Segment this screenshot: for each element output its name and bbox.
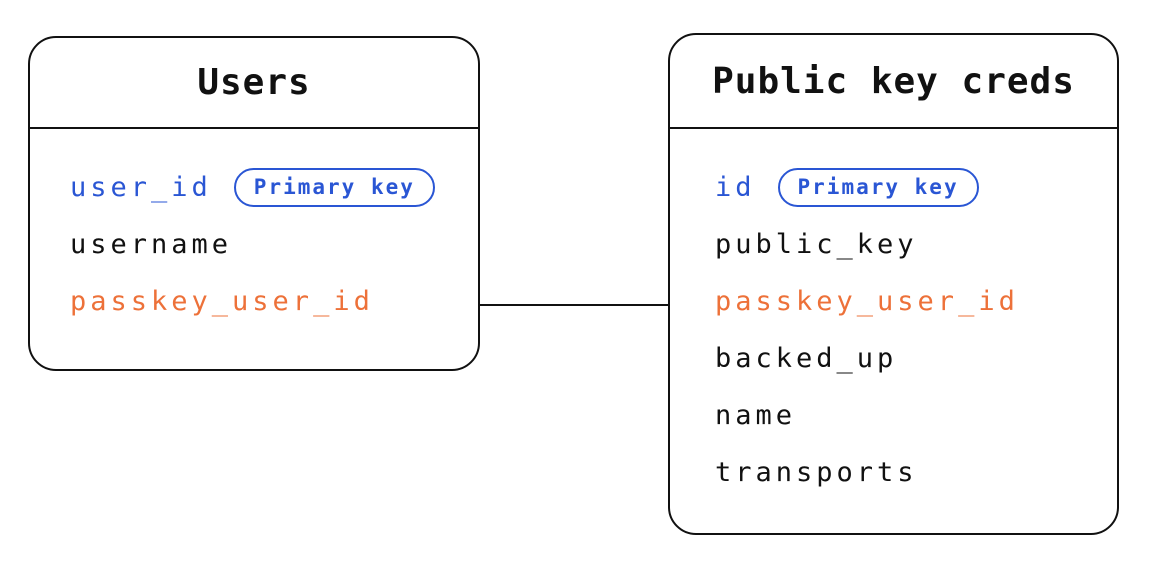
field-name: passkey_user_id [715, 286, 1019, 317]
field-name: name [715, 400, 797, 431]
field-name: passkey_user_id [70, 286, 374, 317]
field-user-id: user_id Primary key [70, 159, 478, 216]
field-passkey-user-id: passkey_user_id [70, 273, 478, 330]
field-passkey-user-id: passkey_user_id [715, 273, 1117, 330]
primary-key-badge: Primary key [233, 167, 435, 208]
field-backed-up: backed_up [715, 330, 1117, 387]
field-name: user_id [70, 172, 212, 203]
field-name-col: name [715, 387, 1117, 444]
relationship-line [479, 304, 669, 306]
field-transports: transports [715, 444, 1117, 501]
field-id: id Primary key [715, 159, 1117, 216]
primary-key-badge: Primary key [777, 167, 979, 208]
table-public-key-creds-title: Public key creds [670, 35, 1117, 129]
table-public-key-creds: Public key creds id Primary key public_k… [668, 33, 1119, 535]
field-name: backed_up [715, 343, 898, 374]
field-name: id [715, 172, 756, 203]
table-public-key-creds-fields: id Primary key public_key passkey_user_i… [670, 129, 1117, 501]
field-public-key: public_key [715, 216, 1117, 273]
table-users: Users user_id Primary key username passk… [28, 36, 480, 371]
field-name: transports [715, 457, 918, 488]
table-users-fields: user_id Primary key username passkey_use… [30, 129, 478, 330]
field-username: username [70, 216, 478, 273]
table-users-title: Users [30, 38, 478, 129]
field-name: public_key [715, 229, 918, 260]
field-name: username [70, 229, 233, 260]
